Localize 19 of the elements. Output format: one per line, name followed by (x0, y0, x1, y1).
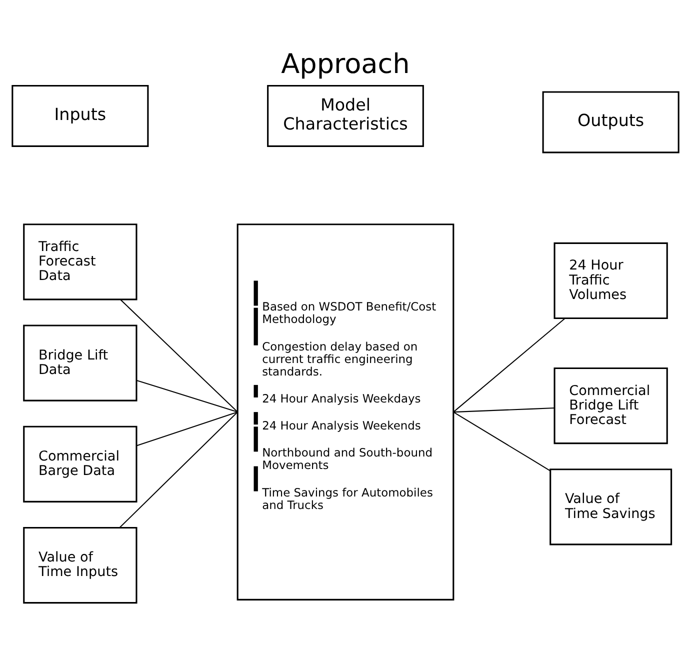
connector (120, 411, 238, 528)
node-box: Commercial Bridge Lift Forecast (554, 366, 668, 444)
node-box: Bridge Lift Data (23, 324, 138, 401)
connector (453, 411, 550, 471)
node-box: 24 Hour Traffic Volumes (554, 242, 668, 318)
connector (453, 407, 554, 412)
node-box: Inputs (12, 84, 149, 146)
connector (120, 298, 238, 412)
node-box: Outputs (542, 90, 680, 153)
node-box: Model Characteristics (267, 84, 424, 146)
connector (453, 317, 566, 412)
diagram-title: Approach (281, 48, 410, 80)
connector (136, 379, 238, 412)
node-box: Traffic Forecast Data (23, 223, 138, 300)
node-box: Based on WSDOT Benefit/Cost Methodology Congestion delay based on current traffic engineering standards. 24 Hour Analysis Weekdays 24 Hour Analysis Weekends Northbound and South-bound Movements Time Savings for Automobiles and Trucks (236, 223, 454, 600)
node-box: Commercial Barge Data (23, 425, 138, 502)
node-box: Value of Time Savings (550, 468, 672, 545)
node-box: Value of Time Inputs (23, 526, 138, 604)
connector (136, 411, 238, 446)
